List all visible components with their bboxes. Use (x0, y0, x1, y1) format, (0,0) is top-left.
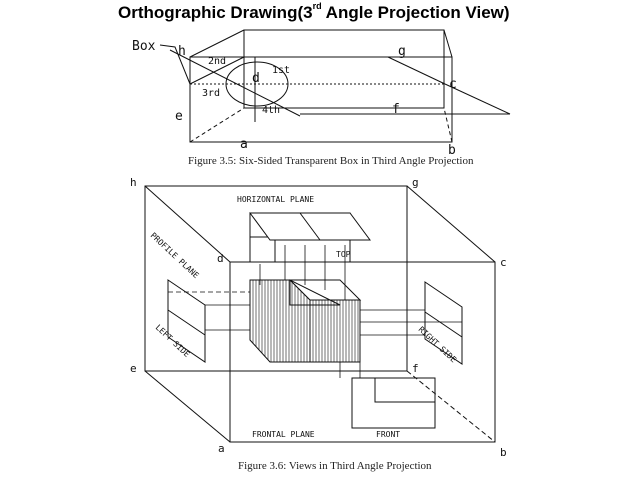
left-side-label: LEFT SIDE (154, 323, 192, 359)
profile-plane-label: PROFILE PLANE (149, 231, 201, 280)
frontal-plane-label: FRONTAL PLANE (252, 430, 315, 439)
corner-c-1: c (449, 77, 457, 92)
corner-c-2: c (500, 256, 507, 269)
title-superscript: rd (312, 1, 322, 11)
corner-a-2: a (218, 442, 225, 455)
figure-3-5-labels: Box h g c f e a b d 1st 2nd 3rd 4th (132, 39, 457, 158)
corner-b-2: b (500, 446, 507, 459)
front-view-plate (351, 377, 436, 429)
quadrant-2nd: 2nd (208, 56, 226, 67)
object-hatched-face (249, 279, 311, 363)
box-pointer (159, 44, 191, 85)
title-main: Orthographic Drawing(3 (118, 3, 313, 22)
corner-f-1: f (392, 102, 400, 117)
quadrant-1st: 1st (272, 65, 290, 76)
top-view-label: TOP (336, 250, 351, 259)
corner-d-2: d (217, 252, 224, 265)
corner-g-1: g (398, 44, 406, 59)
box-back-face (243, 29, 445, 109)
figure-3-5-caption: Figure 3.5: Six-Sided Transparent Box in… (188, 155, 474, 167)
corner-d-1: d (252, 71, 260, 86)
title-rest: Angle Projection View) (321, 3, 510, 22)
box-front-face (189, 56, 453, 143)
corner-h-2: h (130, 176, 137, 189)
corner-f-2: f (412, 362, 419, 375)
figure-3-6-caption: Figure 3.6: Views in Third Angle Project… (238, 460, 432, 472)
figure-3-6-box (144, 185, 496, 443)
quadrant-circle (225, 61, 289, 107)
figure-3-5-box (159, 29, 511, 143)
outer-front-face (229, 261, 496, 443)
corner-b-1: b (448, 143, 456, 158)
quadrant-4th: 4th (262, 105, 280, 116)
corner-e-2: e (130, 362, 137, 375)
horizontal-plane-label: HORIZONTAL PLANE (237, 195, 314, 204)
right-side-label: RIGHT SIDE (417, 325, 458, 365)
slide-title: Orthographic Drawing(3rd Angle Projectio… (118, 1, 510, 23)
corner-a-1: a (240, 137, 248, 152)
corner-h-1: h (178, 44, 186, 59)
right-side-plate (424, 281, 463, 365)
left-side-plate (167, 279, 206, 363)
box-label: Box (132, 39, 156, 54)
front-view-label: FRONT (376, 430, 400, 439)
quadrant-3rd: 3rd (202, 88, 220, 99)
corner-g-2: g (412, 176, 419, 189)
corner-e-1: e (175, 109, 183, 124)
